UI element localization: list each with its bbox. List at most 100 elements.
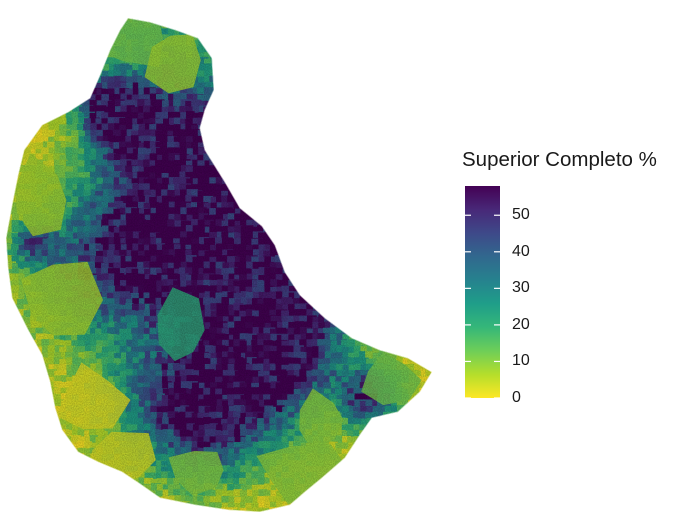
map-cell <box>6 345 15 355</box>
map-cell <box>323 184 334 195</box>
map-cell <box>60 58 70 70</box>
map-cell <box>294 82 305 92</box>
map-cell <box>293 178 304 187</box>
map-cell <box>306 28 316 40</box>
map-cell <box>324 298 336 311</box>
map-cell <box>395 178 404 188</box>
map-cell <box>240 22 253 35</box>
map-cell <box>66 76 78 87</box>
map-cell <box>401 250 413 262</box>
map-cell <box>281 99 293 111</box>
map-cell <box>390 303 402 316</box>
map-cell <box>378 310 390 322</box>
map-cell <box>354 105 364 116</box>
map-cell <box>300 189 309 202</box>
map-cell <box>432 130 444 139</box>
map-cell <box>432 46 440 57</box>
map-cell <box>23 52 36 65</box>
map-cell <box>30 370 41 381</box>
map-cell <box>390 57 403 68</box>
map-cell <box>384 148 396 159</box>
map-cell <box>11 135 23 144</box>
map-cell <box>432 256 443 266</box>
map-cell <box>431 18 432 23</box>
map-cell <box>288 130 300 139</box>
map-cell <box>17 99 27 109</box>
map-cell <box>354 99 365 111</box>
map-cell <box>12 93 22 106</box>
map-cell <box>414 238 426 247</box>
map-cell <box>425 250 432 261</box>
map-cell <box>311 189 322 198</box>
map-cell <box>372 129 381 140</box>
map-cell <box>426 184 432 196</box>
map-cell <box>299 94 311 106</box>
map-cell <box>282 18 292 27</box>
map-cell <box>335 21 348 33</box>
map-cell <box>439 400 449 409</box>
map-cell <box>312 249 323 259</box>
map-cell <box>420 243 431 255</box>
map-cell <box>276 34 288 44</box>
map-cell <box>83 63 93 72</box>
map-cell <box>318 220 330 233</box>
map-cell <box>366 201 377 210</box>
map-cell <box>438 371 447 381</box>
map-cell <box>317 124 328 136</box>
map-cell <box>407 57 420 67</box>
map-cell <box>246 45 256 57</box>
map-cell <box>71 39 82 49</box>
map-cell <box>29 18 41 27</box>
map-cell <box>413 297 425 306</box>
map-cell <box>299 76 309 87</box>
map-cell <box>402 172 413 181</box>
map-cell <box>377 9 387 17</box>
map-cell <box>402 18 414 22</box>
map-cell <box>318 69 329 81</box>
map-cell <box>341 57 353 69</box>
map-cell <box>11 399 21 411</box>
map-cell <box>215 34 227 44</box>
map-cell <box>282 250 294 263</box>
map-cell <box>329 147 340 157</box>
map-cell <box>234 34 244 45</box>
map-cell <box>36 394 47 405</box>
map-cell <box>372 225 381 234</box>
map-cell <box>90 18 100 20</box>
map-cell <box>222 166 232 178</box>
map-cell <box>439 11 450 23</box>
map-cell <box>402 117 411 129</box>
map-cell <box>431 334 432 343</box>
map-cell <box>433 401 444 413</box>
map-cell <box>251 166 260 178</box>
map-cell <box>281 135 290 147</box>
map-cell <box>312 202 323 214</box>
map-cell <box>413 184 425 195</box>
map-cell <box>341 159 352 171</box>
map-cell <box>287 207 298 219</box>
map-cell <box>377 262 388 273</box>
map-cell <box>438 237 448 247</box>
map-cell <box>432 279 442 291</box>
map-cell <box>366 327 377 338</box>
map-cell <box>228 81 237 93</box>
map-cell <box>263 202 273 214</box>
map-cell <box>384 274 396 284</box>
map-cell <box>389 178 398 189</box>
map-cell <box>294 160 305 172</box>
map-cell <box>11 154 22 163</box>
map-cell <box>389 262 399 275</box>
map-cell <box>240 93 252 103</box>
map-cell <box>420 304 430 314</box>
map-cell <box>30 18 42 22</box>
map-cell <box>59 52 69 65</box>
map-cell <box>359 160 371 170</box>
map-cell <box>384 322 395 332</box>
map-cell <box>150 18 160 20</box>
map-cell <box>335 196 347 205</box>
map-cell <box>275 231 288 242</box>
map-cell <box>317 255 328 267</box>
map-cell <box>342 231 353 242</box>
map-cell <box>311 226 321 236</box>
